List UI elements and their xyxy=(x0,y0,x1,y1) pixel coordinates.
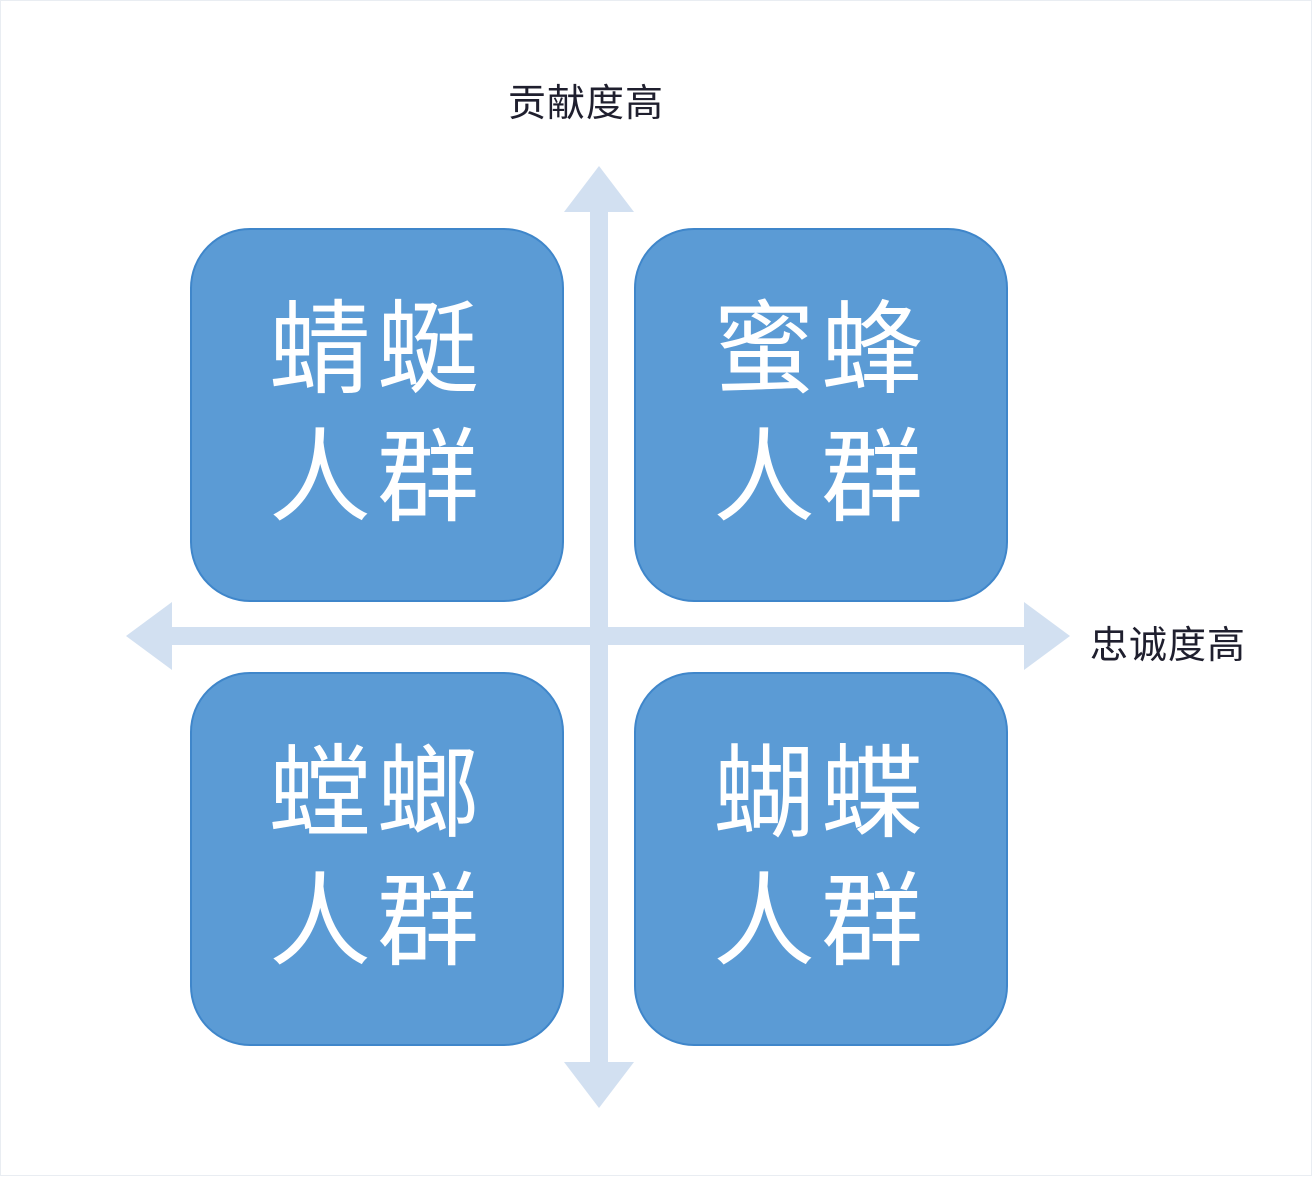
quadrant-dragonfly: 蜻蜓 人群 xyxy=(190,228,564,602)
x-axis-label: 忠诚度高 xyxy=(1090,623,1247,667)
quadrant-suffix: 人群 xyxy=(713,863,929,982)
quadrant-bee: 蜜蜂 人群 xyxy=(634,228,1008,602)
arrow-up-icon xyxy=(564,166,634,212)
horizontal-axis xyxy=(170,627,1030,645)
quadrant-name: 螳螂 xyxy=(269,735,485,854)
arrow-left-icon xyxy=(126,602,172,670)
quadrant-butterfly: 蝴蝶 人群 xyxy=(634,672,1008,1046)
quadrant-suffix: 人群 xyxy=(269,863,485,982)
arrow-right-icon xyxy=(1024,602,1070,670)
quadrant-suffix: 人群 xyxy=(269,419,485,538)
arrow-down-icon xyxy=(564,1062,634,1108)
quadrant-mantis: 螳螂 人群 xyxy=(190,672,564,1046)
quadrant-name: 蜻蜓 xyxy=(269,291,485,410)
quadrant-name: 蜜蜂 xyxy=(713,291,929,410)
quadrant-suffix: 人群 xyxy=(713,419,929,538)
quadrant-name: 蝴蝶 xyxy=(713,735,929,854)
y-axis-label: 贡献度高 xyxy=(508,81,665,125)
